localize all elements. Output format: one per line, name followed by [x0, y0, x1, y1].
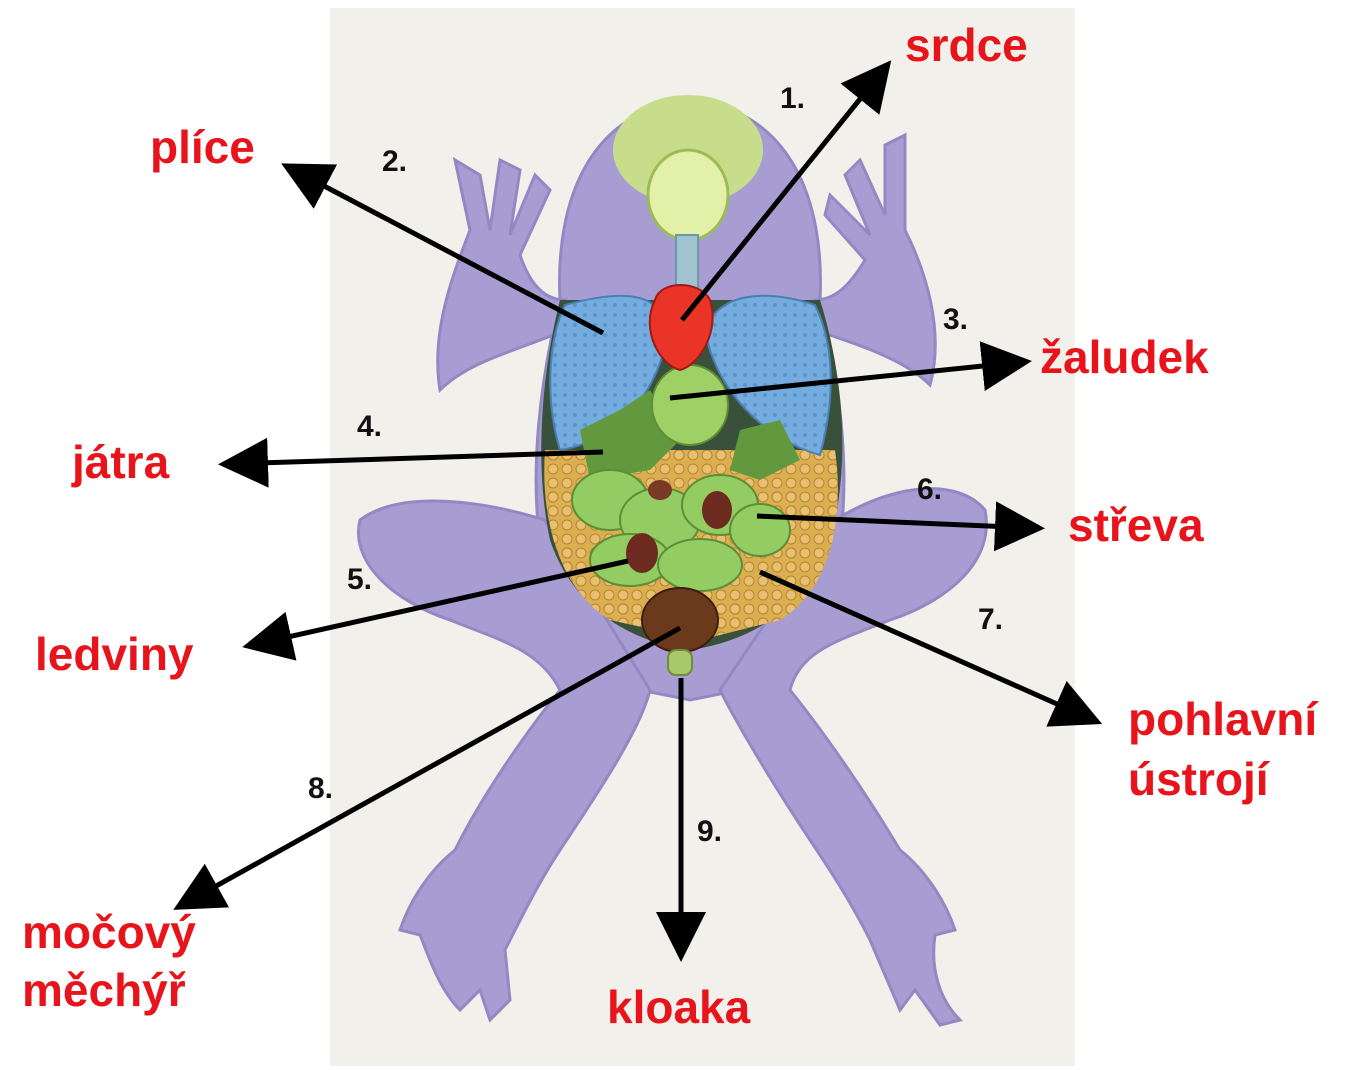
number-9: 9. [697, 815, 722, 849]
label-bladder-2: měchýř [22, 963, 186, 1017]
label-reproductive-2: ústrojí [1128, 752, 1269, 806]
label-stomach: žaludek [1040, 330, 1209, 384]
label-bladder-1: močový [22, 905, 196, 959]
label-kidneys: ledviny [35, 627, 194, 681]
number-4: 4. [357, 410, 382, 444]
label-lungs: plíce [150, 120, 255, 174]
number-1: 1. [780, 82, 805, 116]
stomach [652, 365, 728, 445]
number-5: 5. [347, 563, 372, 597]
gonad [648, 480, 672, 500]
kidney-right [702, 491, 732, 529]
number-3: 3. [943, 303, 968, 337]
number-2: 2. [382, 145, 407, 179]
label-intestines: střeva [1068, 498, 1204, 552]
number-6: 6. [917, 473, 942, 507]
number-8: 8. [308, 772, 333, 806]
kidney-left [626, 533, 658, 573]
label-heart: srdce [905, 18, 1028, 72]
label-liver: játra [72, 435, 169, 489]
cloaca-tube [668, 650, 692, 675]
label-reproductive-1: pohlavní [1128, 692, 1317, 746]
label-cloaca: kloaka [607, 980, 750, 1034]
number-7: 7. [978, 603, 1003, 637]
tongue [648, 150, 728, 240]
